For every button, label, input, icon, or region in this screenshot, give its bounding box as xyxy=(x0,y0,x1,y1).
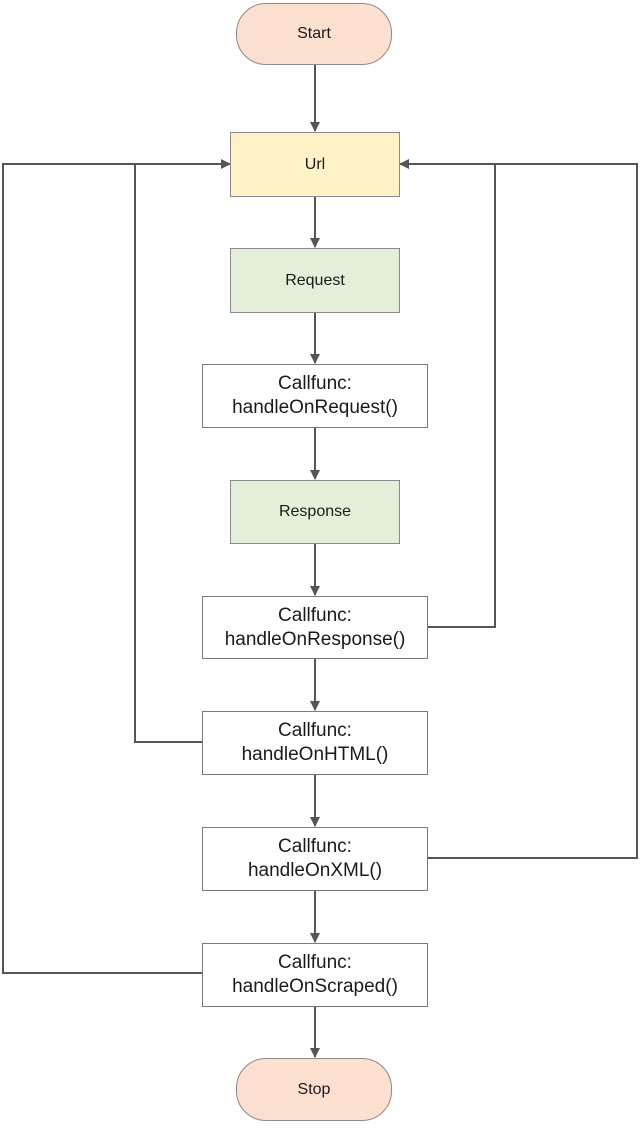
request-node: Request xyxy=(230,248,400,313)
stop-node: Stop xyxy=(236,1058,392,1121)
onxml-line1: Callfunc: xyxy=(278,836,352,857)
onhtml-line2: handleOnHTML() xyxy=(241,744,389,765)
loop-onresponse-to-url xyxy=(399,159,496,628)
url-label: Url xyxy=(304,155,326,173)
start-node: Start xyxy=(236,3,392,65)
onrequest-line2: handleOnRequest() xyxy=(232,397,398,418)
onhtml-line1: Callfunc: xyxy=(278,720,352,741)
onscraped-line2: handleOnScraped() xyxy=(232,976,398,997)
response-label: Response xyxy=(278,503,352,520)
onresponse-line2: handleOnResponse() xyxy=(224,628,406,650)
onrequest-line1: Callfunc: xyxy=(278,373,352,394)
request-label: Request xyxy=(285,271,345,289)
onresponse-node: Callfunc: handleOnResponse() xyxy=(202,596,428,659)
onresponse-line1: Callfunc: xyxy=(278,604,352,626)
onxml-line2: handleOnXML() xyxy=(247,860,383,881)
start-label: Start xyxy=(297,25,331,42)
loop-onhtml-to-url xyxy=(134,159,231,743)
url-node: Url xyxy=(230,132,400,197)
onhtml-node: Callfunc: handleOnHTML() xyxy=(202,711,428,775)
loop-onxml-to-url xyxy=(428,163,638,859)
onrequest-node: Callfunc: handleOnRequest() xyxy=(202,364,428,428)
onscraped-node: Callfunc: handleOnScraped() xyxy=(202,943,428,1007)
stop-label: Stop xyxy=(297,1080,331,1098)
loop-onscraped-to-url xyxy=(2,163,202,974)
onxml-node: Callfunc: handleOnXML() xyxy=(202,827,428,891)
response-node: Response xyxy=(230,480,400,544)
onscraped-line1: Callfunc: xyxy=(278,952,352,973)
